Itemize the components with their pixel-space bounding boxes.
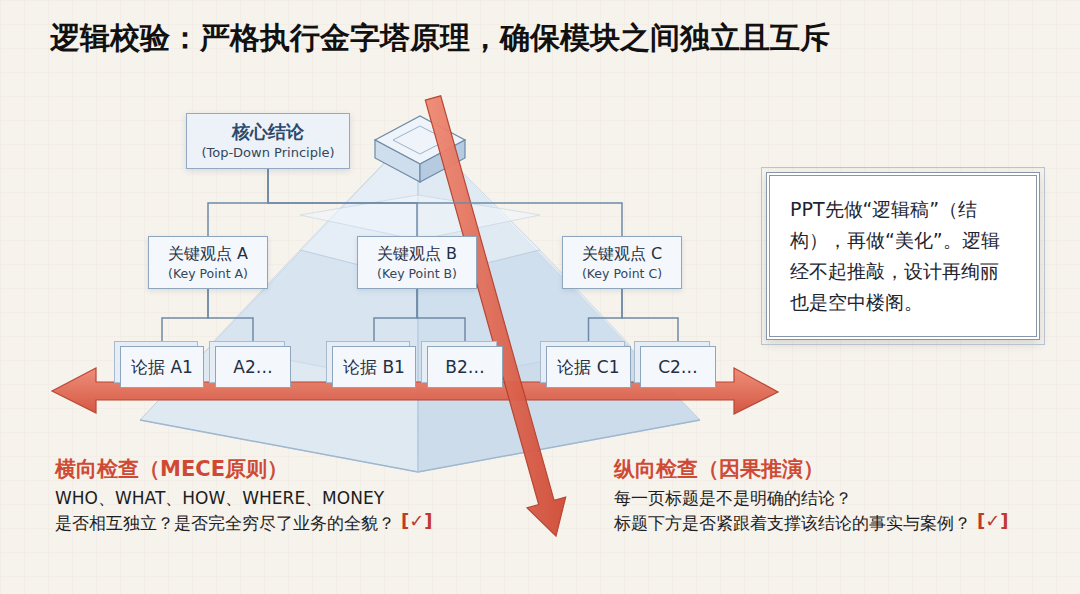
check-mark: [✓] (977, 510, 1009, 531)
node-heading: 关键观点 A (161, 243, 255, 265)
tree-connector (208, 289, 253, 346)
check-mark: [✓] (401, 510, 433, 531)
check-question: 标题下方是否紧跟着支撑该结论的事实与案例？ (614, 512, 971, 535)
tree-connector (268, 169, 622, 236)
node-subtitle: (Key Point C) (575, 265, 669, 282)
tree-connector (622, 289, 678, 346)
tree-connector (208, 169, 268, 236)
evidence-box: C2… (640, 346, 716, 388)
evidence-box: 论据 A1 (120, 346, 204, 388)
check-heading: 横向检查（MECE原则） (55, 455, 288, 483)
key-point-box: 关键观点 C(Key Point C) (562, 236, 682, 289)
node-heading: 论据 C1 (557, 355, 620, 379)
evidence-box: 论据 B1 (332, 346, 416, 388)
note-callout: PPT先做“逻辑稿”（结构），再做“美化”。逻辑经不起推敲，设计再绚丽也是空中楼… (766, 172, 1040, 340)
check-item: WHO、WHAT、HOW、WHERE、MONEY (55, 487, 384, 510)
check-question: 是否相互独立？是否完全穷尽了业务的全貌？ (55, 512, 395, 535)
node-heading: PPT先做“逻辑稿”（结构），再做“美化”。逻辑经不起推敲，设计再绚丽也是空中楼… (790, 194, 1016, 318)
node-heading: 论据 A1 (131, 355, 193, 379)
check-question: 每一页标题是不是明确的结论？ (614, 487, 852, 510)
node-heading: 论据 B1 (343, 355, 405, 379)
node-subtitle: (Key Point B) (370, 265, 464, 282)
node-subtitle: (Top-Down Principle) (201, 144, 335, 162)
key-point-box: 关键观点 B(Key Point B) (357, 236, 477, 289)
evidence-box: 论据 C1 (546, 346, 631, 388)
tree-connector (374, 289, 417, 346)
tree-connector (162, 289, 208, 346)
evidence-box: A2… (215, 346, 291, 388)
node-heading: B2… (438, 355, 492, 379)
node-heading: 核心结论 (201, 120, 335, 144)
node-heading: A2… (226, 355, 280, 379)
page-title: 逻辑校验：严格执行金字塔原理，确保模块之间独立且互斥 (50, 18, 830, 59)
tree-connector (589, 289, 623, 346)
core-conclusion-box: 核心结论(Top-Down Principle) (186, 113, 350, 169)
tree-connector (417, 289, 465, 346)
node-heading: 关键观点 C (575, 243, 669, 265)
node-heading: 关键观点 B (370, 243, 464, 265)
key-point-box: 关键观点 A(Key Point A) (148, 236, 268, 289)
node-subtitle: (Key Point A) (161, 265, 255, 282)
check-heading: 纵向检查（因果推演） (614, 455, 824, 483)
node-heading: C2… (651, 355, 705, 379)
evidence-box: B2… (427, 346, 503, 388)
